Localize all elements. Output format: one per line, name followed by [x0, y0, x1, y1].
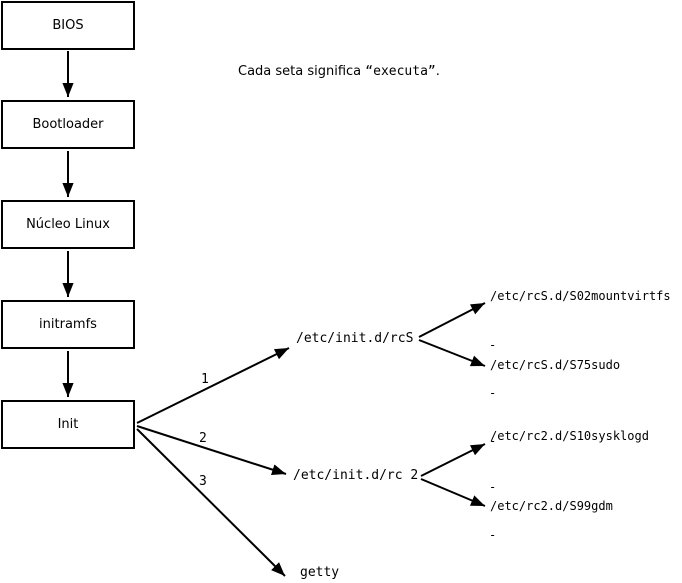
- rc2-ellipsis-dash-3: -: [489, 576, 497, 583]
- branch-label-rcs: /etc/init.d/rcS: [296, 331, 414, 346]
- arrow-rc2-to-first-script: [420, 443, 486, 477]
- flow-box-init: Init: [1, 400, 135, 449]
- rc2-ellipsis-dash-1: -: [489, 480, 497, 494]
- rc2-ellipsis-dash-2: -: [489, 528, 497, 542]
- legend-note-quoted: “executa”: [365, 64, 436, 79]
- rcs-ellipsis-dash-1: -: [489, 338, 497, 352]
- flow-box-bios: BIOS: [1, 1, 135, 50]
- flow-box-bootloader: Bootloader: [1, 100, 135, 149]
- rcs-first-script: /etc/rcS.d/S02mountvirtfs: [490, 289, 671, 303]
- arrow-rcs-to-last-script: [418, 339, 486, 367]
- flow-box-kernel: Núcleo Linux: [1, 200, 135, 249]
- rcs-ellipsis: - - -: [489, 305, 518, 481]
- rc2-last-script: /etc/rc2.d/S99gdm: [490, 499, 613, 513]
- branch-number-3: 3: [199, 474, 207, 489]
- rcs-ellipsis-dash-3: -: [489, 434, 497, 448]
- arrow-init-to-rcs: [136, 347, 290, 424]
- legend-note-suffix: .: [435, 64, 440, 79]
- legend-note-prefix: Cada seta significa: [238, 64, 366, 79]
- flow-box-bios-label: BIOS: [52, 18, 84, 33]
- flow-box-initramfs: initramfs: [1, 300, 135, 349]
- rcs-last-script: /etc/rcS.d/S75sudo: [490, 358, 621, 372]
- arrow-init-to-rc2: [136, 425, 287, 476]
- flow-box-kernel-label: Núcleo Linux: [26, 217, 110, 232]
- rc2-ellipsis: - - -: [489, 447, 518, 583]
- branch-number-2: 2: [199, 431, 207, 446]
- branch-label-rc2: /etc/init.d/rc 2: [293, 468, 419, 483]
- branch-label-getty: getty: [300, 565, 340, 580]
- rc2-first-script: /etc/rc2.d/S10sysklogd: [490, 429, 649, 443]
- arrow-rc2-to-last-script: [420, 478, 486, 507]
- flow-box-init-label: Init: [57, 417, 79, 432]
- flow-box-initramfs-label: initramfs: [39, 317, 97, 332]
- rcs-ellipsis-dash-2: -: [489, 386, 497, 400]
- legend-note: Cada seta significa “executa”.: [238, 64, 440, 79]
- arrow-rcs-to-first-script: [418, 302, 486, 338]
- flow-box-bootloader-label: Bootloader: [32, 117, 104, 132]
- arrow-init-to-getty: [136, 428, 286, 577]
- branch-number-1: 1: [201, 372, 209, 387]
